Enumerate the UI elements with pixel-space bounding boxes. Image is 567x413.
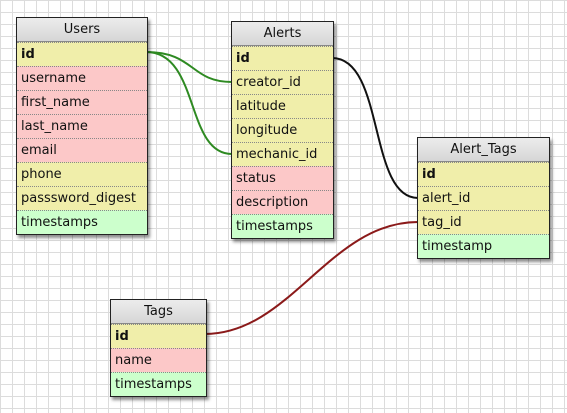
alerts-field-longitude[interactable]: longitude <box>232 118 333 142</box>
alerts-field-id[interactable]: id <box>232 46 333 70</box>
users-field-email[interactable]: email <box>17 138 147 162</box>
alert-tags-table[interactable]: Alert_Tags id alert_id tag_id timestamp <box>417 137 550 259</box>
alerts-field-timestamps[interactable]: timestamps <box>232 214 333 238</box>
users-field-username[interactable]: username <box>17 66 147 90</box>
tags-field-id[interactable]: id <box>111 324 206 348</box>
relation-users-id-to-alerts-mechanic-id <box>145 51 233 155</box>
tags-field-name[interactable]: name <box>111 348 206 372</box>
alerts-field-mechanic-id[interactable]: mechanic_id <box>232 142 333 166</box>
alerts-table[interactable]: Alerts id creator_id latitude longitude … <box>231 21 334 239</box>
alerts-field-latitude[interactable]: latitude <box>232 94 333 118</box>
users-table-title: Users <box>17 18 147 42</box>
users-table[interactable]: Users id username first_name last_name e… <box>16 17 148 235</box>
alerts-field-status[interactable]: status <box>232 166 333 190</box>
alerts-field-description[interactable]: description <box>232 190 333 214</box>
relation-alerts-id-to-alert-tags-alert-id <box>331 57 419 199</box>
alerts-table-title: Alerts <box>232 22 333 46</box>
alert-tags-field-alert-id[interactable]: alert_id <box>418 186 549 210</box>
alert-tags-field-tag-id[interactable]: tag_id <box>418 210 549 234</box>
tags-table[interactable]: Tags id name timestamps <box>110 299 207 397</box>
users-field-phone[interactable]: phone <box>17 162 147 186</box>
relation-users-id-to-alerts-creator-id <box>145 51 233 83</box>
relation-tags-id-to-alert-tags-tag-id <box>204 221 419 335</box>
alert-tags-field-timestamp[interactable]: timestamp <box>418 234 549 258</box>
users-field-timestamps[interactable]: timestamps <box>17 210 147 234</box>
tags-field-timestamps[interactable]: timestamps <box>111 372 206 396</box>
alert-tags-field-id[interactable]: id <box>418 162 549 186</box>
users-field-first-name[interactable]: first_name <box>17 90 147 114</box>
alert-tags-table-title: Alert_Tags <box>418 138 549 162</box>
tags-table-title: Tags <box>111 300 206 324</box>
alerts-field-creator-id[interactable]: creator_id <box>232 70 333 94</box>
users-field-id[interactable]: id <box>17 42 147 66</box>
users-field-password-digest[interactable]: passsword_digest <box>17 186 147 210</box>
users-field-last-name[interactable]: last_name <box>17 114 147 138</box>
